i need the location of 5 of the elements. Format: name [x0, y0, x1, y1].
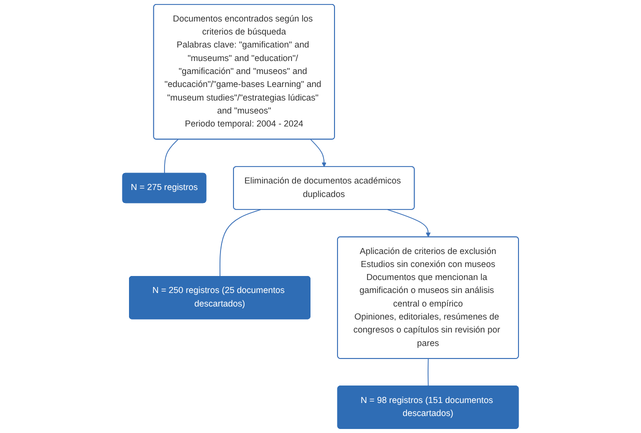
connector [428, 358, 429, 387]
arrow [387, 209, 431, 238]
arrow [310, 139, 326, 168]
connector [220, 209, 262, 277]
connector [164, 139, 178, 174]
